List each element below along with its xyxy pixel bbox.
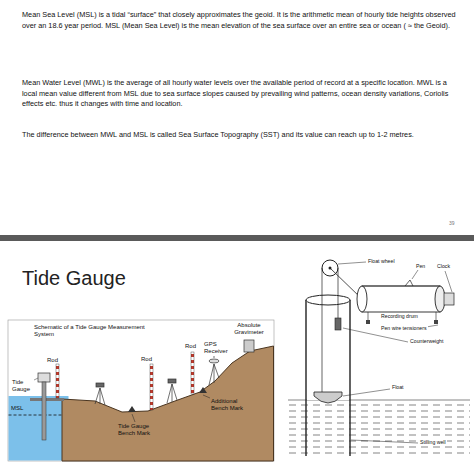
- sea: [9, 396, 69, 461]
- bench-mark: [128, 406, 136, 412]
- gps-label: GPS Receiver: [204, 341, 236, 355]
- part-label: Recording drum: [380, 313, 419, 319]
- slide-title: Tide Gauge: [22, 266, 126, 290]
- well-air: [307, 300, 349, 400]
- bench-mark-label: Tide Gauge Bench Mark: [118, 423, 164, 437]
- leader: [338, 262, 452, 443]
- gauge-hut: [38, 373, 50, 382]
- part-label: Float: [391, 384, 405, 390]
- pier: [30, 398, 64, 401]
- rod-label: Rod: [47, 357, 58, 364]
- gravimeter: [244, 340, 254, 352]
- part-label: Float wheel: [367, 258, 396, 264]
- water-hatch: [288, 400, 470, 456]
- bench-mark: [199, 387, 207, 393]
- levelling-rod: [191, 352, 194, 394]
- part-label: Counterweight: [409, 338, 444, 344]
- rod-label: Rod: [141, 356, 152, 363]
- part-label: Stilling well: [419, 439, 447, 445]
- counterweight: [335, 318, 341, 330]
- leader: [132, 414, 135, 422]
- part-label: Pen wire tensioners: [380, 325, 428, 331]
- leader: [34, 378, 38, 380]
- schematic-frame: [8, 320, 274, 461]
- part-label: Pen: [415, 263, 426, 269]
- stilling-well: [305, 300, 306, 456]
- paragraph: Mean Sea Level (MSL) is a tidal “surface…: [22, 10, 456, 31]
- gravimeter-label: Absolute Gravimeter: [228, 322, 270, 336]
- clock: [444, 293, 454, 305]
- pen: [405, 280, 413, 286]
- gauge-pipe: [42, 382, 46, 440]
- land: [62, 346, 274, 461]
- schematic-title: Schematic of a Tide Gauge Measurement Sy…: [34, 324, 149, 338]
- msl-label: MSL: [11, 405, 23, 412]
- recording-drum: [362, 286, 440, 312]
- slide-divider: [0, 235, 474, 241]
- leader: [203, 395, 210, 398]
- page-number: 39: [449, 220, 455, 226]
- levelling-rod: [150, 364, 153, 410]
- gps-receiver: [209, 356, 219, 385]
- part-label: Clock: [436, 263, 451, 269]
- rod-label: Rod: [185, 343, 196, 350]
- float-wire: [322, 268, 323, 392]
- levelling-rod: [56, 364, 59, 398]
- stilling-well: [349, 300, 350, 456]
- tide-gauge-label: Tide Gauge: [12, 379, 36, 393]
- msl-line: [9, 415, 69, 416]
- bench-mark-label: Additional Bench Mark: [211, 398, 255, 412]
- paragraph: Mean Water Level (MWL) is the average of…: [22, 78, 456, 110]
- level-tripod: [95, 379, 177, 405]
- stilling-well-top: [306, 295, 350, 305]
- float: [314, 392, 342, 403]
- pen-wire: [362, 286, 440, 287]
- paragraph: The difference between MWL and MSL is ca…: [22, 130, 456, 141]
